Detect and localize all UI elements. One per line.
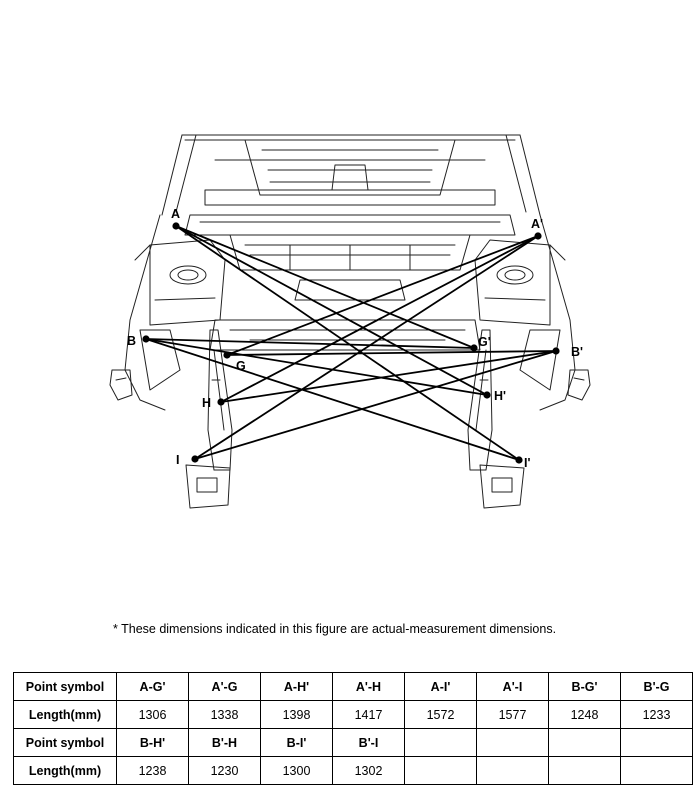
- length-cell: 1233: [620, 700, 693, 729]
- measurement-note: * These dimensions indicated in this fig…: [113, 622, 557, 636]
- length-cell: 1302: [332, 756, 405, 785]
- row-header: Point symbol: [13, 672, 117, 701]
- point-marker-i: [191, 455, 199, 463]
- measure-line-a2-i: [194, 235, 539, 460]
- vehicle-front-body-diagram: A A' B B' G G' H H' I I': [109, 134, 591, 509]
- length-cell: [476, 756, 549, 785]
- point-marker-h: [217, 398, 225, 406]
- length-cell: 1300: [260, 756, 333, 785]
- point-symbol-cell: B'-G: [620, 672, 693, 701]
- point-label-a2: A': [531, 217, 543, 231]
- measure-line-b-g2: [145, 338, 475, 349]
- length-cell: 1398: [260, 700, 333, 729]
- measure-line-a-i2: [175, 225, 520, 461]
- point-label-a: A: [171, 207, 180, 221]
- point-marker-h2: [483, 391, 491, 399]
- row-header: Point symbol: [13, 728, 117, 757]
- point-symbol-cell: B'-H: [188, 728, 261, 757]
- point-label-g2: G': [478, 335, 491, 349]
- measurement-lines: [145, 225, 557, 461]
- row-header: Length(mm): [13, 756, 117, 785]
- length-cell: 1572: [404, 700, 477, 729]
- measure-line-b-h2: [145, 338, 488, 396]
- point-symbol-cell: [404, 728, 477, 757]
- point-marker-b2: [552, 347, 560, 355]
- point-symbol-cell: B'-I: [332, 728, 405, 757]
- measure-line-a2-h: [220, 235, 539, 403]
- point-label-g: G: [236, 359, 246, 373]
- point-symbol-cell: A-G': [116, 672, 189, 701]
- point-symbol-cell: A'-G: [188, 672, 261, 701]
- point-symbol-cell: B-I': [260, 728, 333, 757]
- point-label-h: H: [202, 396, 211, 410]
- point-marker-a2: [534, 232, 542, 240]
- point-symbol-cell: A-I': [404, 672, 477, 701]
- measure-line-a-h2: [175, 225, 488, 396]
- length-cell: [404, 756, 477, 785]
- length-cell: 1248: [548, 700, 621, 729]
- measurement-points: A A' B B' G G' H H' I I': [127, 207, 583, 470]
- length-cell: 1306: [116, 700, 189, 729]
- measure-line-a-g2: [175, 225, 475, 349]
- point-label-i: I: [176, 453, 179, 467]
- length-cell: 1577: [476, 700, 549, 729]
- point-symbol-cell: [548, 728, 621, 757]
- measure-line-b-i2: [145, 338, 520, 461]
- row-header: Length(mm): [13, 700, 117, 729]
- measure-line-b2-g: [226, 350, 557, 356]
- point-marker-g2: [470, 344, 478, 352]
- point-label-b: B: [127, 334, 136, 348]
- length-cell: [548, 756, 621, 785]
- point-label-h2: H': [494, 389, 506, 403]
- point-label-b2: B': [571, 345, 583, 359]
- point-marker-b: [142, 335, 150, 343]
- length-cell: [620, 756, 693, 785]
- vehicle-body-outline: [109, 134, 591, 509]
- length-cell: 1230: [188, 756, 261, 785]
- point-symbol-cell: [620, 728, 693, 757]
- point-symbol-cell: A-H': [260, 672, 333, 701]
- point-symbol-cell: [476, 728, 549, 757]
- point-symbol-cell: B-G': [548, 672, 621, 701]
- point-marker-i2: [515, 456, 523, 464]
- length-cell: 1238: [116, 756, 189, 785]
- point-symbol-cell: A'-H: [332, 672, 405, 701]
- point-marker-a: [172, 222, 180, 230]
- point-marker-g: [223, 351, 231, 359]
- measure-line-b2-i: [194, 350, 557, 460]
- length-cell: 1417: [332, 700, 405, 729]
- measure-line-a2-g: [226, 235, 539, 356]
- point-symbol-cell: A'-I: [476, 672, 549, 701]
- point-symbol-cell: B-H': [116, 728, 189, 757]
- length-cell: 1338: [188, 700, 261, 729]
- measure-line-b2-h: [220, 350, 557, 403]
- point-label-i2: I': [524, 456, 530, 470]
